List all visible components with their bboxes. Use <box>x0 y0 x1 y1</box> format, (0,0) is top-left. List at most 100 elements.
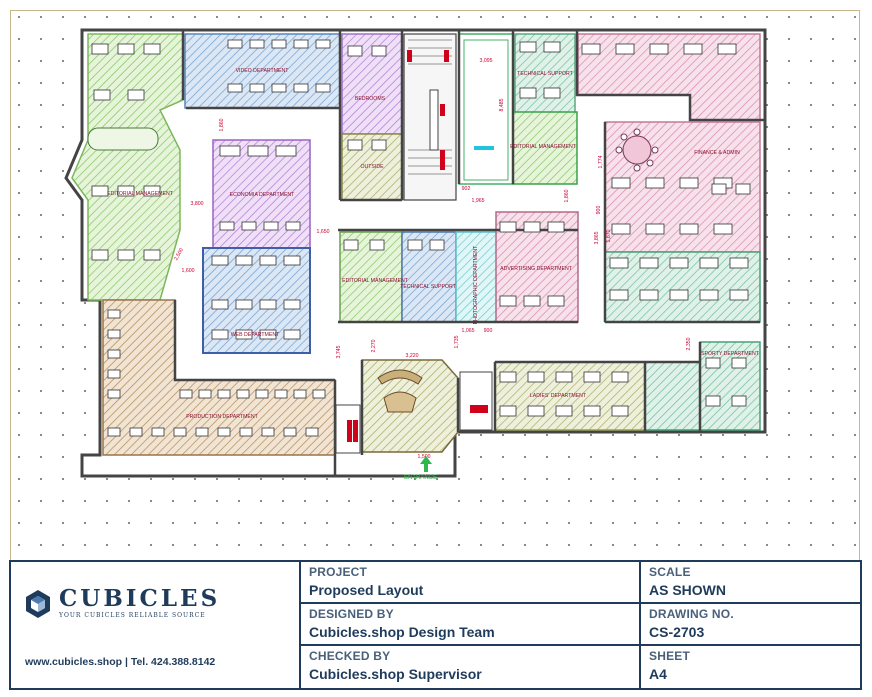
desk <box>735 183 751 195</box>
desk <box>609 257 629 269</box>
desk <box>274 389 288 399</box>
desk <box>249 83 265 93</box>
desk <box>555 371 573 383</box>
scale-cell: SCALE AS SHOWN <box>641 562 860 604</box>
brand-panel: CUBICLES YOUR CUBICLES RELIABLE SOURCE w… <box>11 562 301 688</box>
room-label: TECHNICAL SUPPORT <box>400 284 456 290</box>
service-markers <box>347 50 488 442</box>
desk <box>609 289 629 301</box>
desk <box>407 239 423 251</box>
desk <box>117 43 135 55</box>
desk <box>107 389 121 399</box>
meeting-table <box>615 128 659 172</box>
reception-desk <box>377 369 423 413</box>
desk <box>235 299 253 310</box>
desk <box>211 255 229 266</box>
dimension-text: 900 <box>596 206 602 215</box>
room-label: SPORTY DEPARTMENT <box>701 351 760 357</box>
desk <box>241 221 257 231</box>
desk <box>283 255 301 266</box>
checked-by-cell: CHECKED BY Cubicles.shop Supervisor <box>301 646 639 688</box>
desk <box>543 41 561 53</box>
desk <box>669 257 689 269</box>
desk <box>151 427 165 437</box>
dimension-text: 1,065 <box>462 328 475 334</box>
dimension-text: 1,774 <box>598 155 604 168</box>
desk <box>705 395 721 407</box>
desk <box>527 405 545 417</box>
desk <box>543 87 561 99</box>
desk <box>699 289 719 301</box>
desk <box>611 223 631 235</box>
desk <box>429 239 445 251</box>
desk <box>315 39 331 49</box>
furniture <box>91 39 751 437</box>
zone-editorial-management-center <box>512 111 578 185</box>
desk <box>499 295 517 307</box>
project-cell: PROJECT Proposed Layout <box>301 562 639 604</box>
desk <box>371 139 387 151</box>
desk <box>293 389 307 399</box>
desk <box>611 177 631 189</box>
dimension-text: 3,865 <box>594 231 600 244</box>
room-label: FINANCE & ADMIN <box>694 150 740 156</box>
desk <box>143 249 161 261</box>
dimension-text: 2,500 <box>173 247 185 261</box>
desk <box>679 177 699 189</box>
dimension-text: 1,860 <box>219 118 225 131</box>
desk <box>107 309 121 319</box>
room-label: WEB DEPARTMENT <box>231 332 280 338</box>
desk <box>683 43 703 55</box>
desk <box>711 183 727 195</box>
desk <box>645 177 665 189</box>
desk <box>547 221 565 233</box>
dimension-text: 3,745 <box>336 345 342 358</box>
desk <box>669 289 689 301</box>
desk <box>217 389 231 399</box>
desk <box>729 257 749 269</box>
desk <box>523 221 541 233</box>
desk <box>195 427 209 437</box>
desk <box>107 369 121 379</box>
checked-by-value: Cubicles.shop Supervisor <box>309 666 482 682</box>
brand-logo: CUBICLES YOUR CUBICLES RELIABLE SOURCE <box>25 587 220 619</box>
conference-table-west <box>87 127 159 151</box>
dimension-text: 1,650 <box>317 229 330 235</box>
desk <box>143 185 161 197</box>
desk <box>583 405 601 417</box>
desk <box>239 427 253 437</box>
desk <box>107 349 121 359</box>
brand-contact: www.cubicles.shop | Tel. 424.388.8142 <box>25 656 216 668</box>
dimension-text: 1,600 <box>182 268 195 274</box>
desk <box>369 239 385 251</box>
cube-logo-icon <box>26 589 50 618</box>
dimension-text: 900 <box>484 328 493 334</box>
desk <box>127 89 145 101</box>
scale-label: SCALE <box>649 565 691 579</box>
desk <box>285 221 301 231</box>
checked-by-label: CHECKED BY <box>309 649 391 663</box>
desk <box>523 295 541 307</box>
room-label: VIDEO DEPARTMENT <box>236 68 290 74</box>
desk <box>93 89 111 101</box>
entrance-label: ENTRANCE <box>404 475 437 481</box>
desk <box>699 257 719 269</box>
desk <box>227 39 243 49</box>
desk <box>717 43 737 55</box>
desk <box>235 329 253 340</box>
desk <box>519 87 537 99</box>
desk <box>679 223 699 235</box>
room-label: EDITORIAL MANAGEMENT <box>510 144 577 150</box>
sheet-value: A4 <box>649 666 667 682</box>
drawing-no-label: DRAWING NO. <box>649 607 734 621</box>
brand-tagline: YOUR CUBICLES RELIABLE SOURCE <box>59 612 206 619</box>
desk <box>179 389 193 399</box>
project-value: Proposed Layout <box>309 582 424 598</box>
designed-by-label: DESIGNED BY <box>309 607 394 621</box>
desk <box>275 145 297 157</box>
entrance: ENTRANCE <box>404 456 437 481</box>
desk <box>705 357 721 369</box>
desk <box>639 289 659 301</box>
desk <box>305 427 319 437</box>
zone-sporty-department <box>699 341 761 431</box>
